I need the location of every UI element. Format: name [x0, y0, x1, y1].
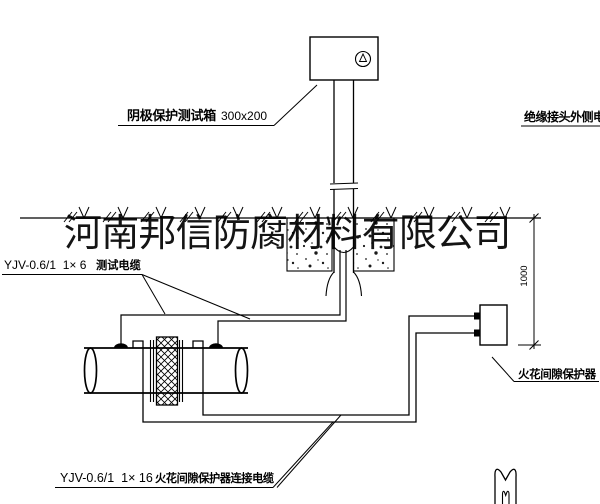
test-cables — [120, 250, 347, 348]
conduit-flare — [325, 271, 363, 297]
svg-text:300x200: 300x200 — [221, 109, 267, 123]
svg-text:YJV-0.6/1 1× 16: YJV-0.6/1 1× 16 — [60, 471, 153, 485]
dimension-1000: 1000 — [518, 213, 541, 350]
svg-text:测试电缆: 测试电缆 — [96, 258, 142, 272]
svg-text:阴极保护测试箱: 阴极保护测试箱 — [127, 108, 216, 123]
test-cable-label: YJV-0.6/1 1× 6 测试电缆 — [2, 258, 251, 320]
test-box-pole — [325, 80, 363, 297]
svg-text:火花间隙保护器连接电缆: 火花间隙保护器连接电缆 — [155, 471, 275, 485]
test-box-label: 阴极保护测试箱 300x200 — [118, 84, 318, 126]
pole-break-mark — [329, 182, 359, 191]
watermark: 河南邦信防腐材料有限公司 — [64, 213, 510, 255]
foundation-blocks — [286, 217, 395, 272]
test-box — [309, 36, 379, 81]
spark-gap-protector — [474, 304, 508, 346]
spark-gap-protector-label: 火花间隙保护器 — [491, 356, 599, 382]
insulated-joint-cable-label: 绝缘接头外侧电缆 — [521, 109, 600, 127]
weld-points — [114, 343, 223, 348]
meter-symbol-icon — [354, 50, 372, 68]
spark-gap-cables — [132, 315, 480, 423]
cut-symbol — [494, 468, 517, 504]
svg-text:YJV-0.6/1 1× 6: YJV-0.6/1 1× 6 — [4, 258, 87, 272]
spark-gap-cable-label: YJV-0.6/1 1× 16 火花间隙保护器连接电缆 — [55, 414, 342, 488]
dimension-text: 1000 — [519, 265, 530, 286]
insulating-joint — [149, 336, 184, 406]
svg-text:绝缘接头外侧电缆: 绝缘接头外侧电缆 — [524, 109, 600, 124]
svg-text:火花间隙保护器: 火花间隙保护器 — [518, 367, 597, 381]
